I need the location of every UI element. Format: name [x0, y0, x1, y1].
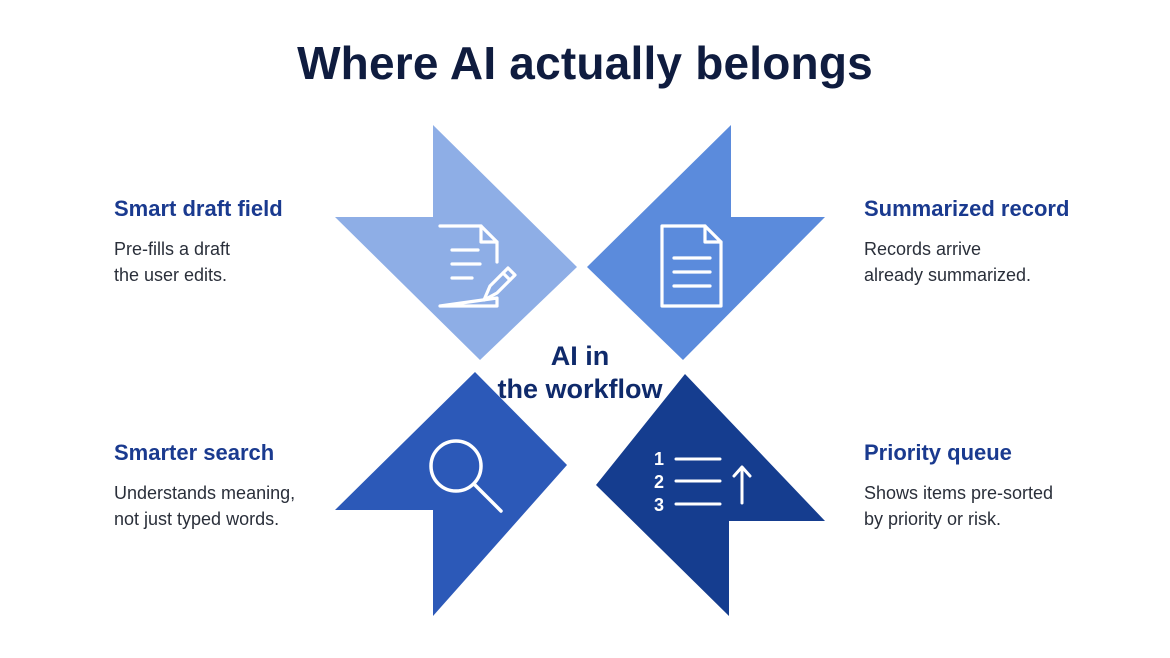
item-description-line: the user edits.	[114, 265, 228, 285]
item-heading: Smarter search	[114, 440, 275, 465]
arrow-bottom-right	[596, 374, 825, 616]
item-smarter-search: Smarter search Understands meaning, not …	[114, 440, 384, 532]
item-heading: Summarized record	[864, 196, 1070, 221]
item-description-line: not just typed words.	[114, 509, 280, 529]
item-description-line: Pre-fills a draft	[114, 239, 231, 259]
document-lines-icon	[660, 224, 723, 308]
item-description-line: already summarized.	[864, 265, 1032, 285]
item-heading: Smart draft field	[114, 196, 283, 221]
arrow-top-left	[335, 125, 577, 360]
item-priority-queue: Priority queue Shows items pre-sorted by…	[864, 440, 1134, 532]
item-description-line: by priority or risk.	[864, 509, 1002, 529]
search-icon	[429, 439, 503, 513]
item-summarized-record: Summarized record Records arrive already…	[864, 196, 1134, 288]
document-edit-icon	[438, 224, 517, 308]
arrow-bottom-left	[335, 372, 567, 616]
center-label: AI in the workflow	[480, 340, 680, 406]
center-label-line-2: the workflow	[497, 374, 663, 404]
center-label-line-1: AI in	[550, 341, 610, 371]
item-description-line: Records arrive	[864, 239, 982, 259]
priority-number: 1	[654, 449, 664, 469]
item-description-line: Understands meaning,	[114, 483, 296, 503]
page-title: Where AI actually belongs	[297, 37, 873, 89]
priority-number: 2	[654, 472, 664, 492]
ranked-list-up-icon: 1 2 3	[654, 449, 752, 515]
item-heading: Priority queue	[864, 440, 1012, 465]
item-smart-draft-field: Smart draft field Pre-fills a draft the …	[114, 196, 384, 288]
item-description-line: Shows items pre-sorted	[864, 483, 1054, 503]
priority-number: 3	[654, 495, 664, 515]
